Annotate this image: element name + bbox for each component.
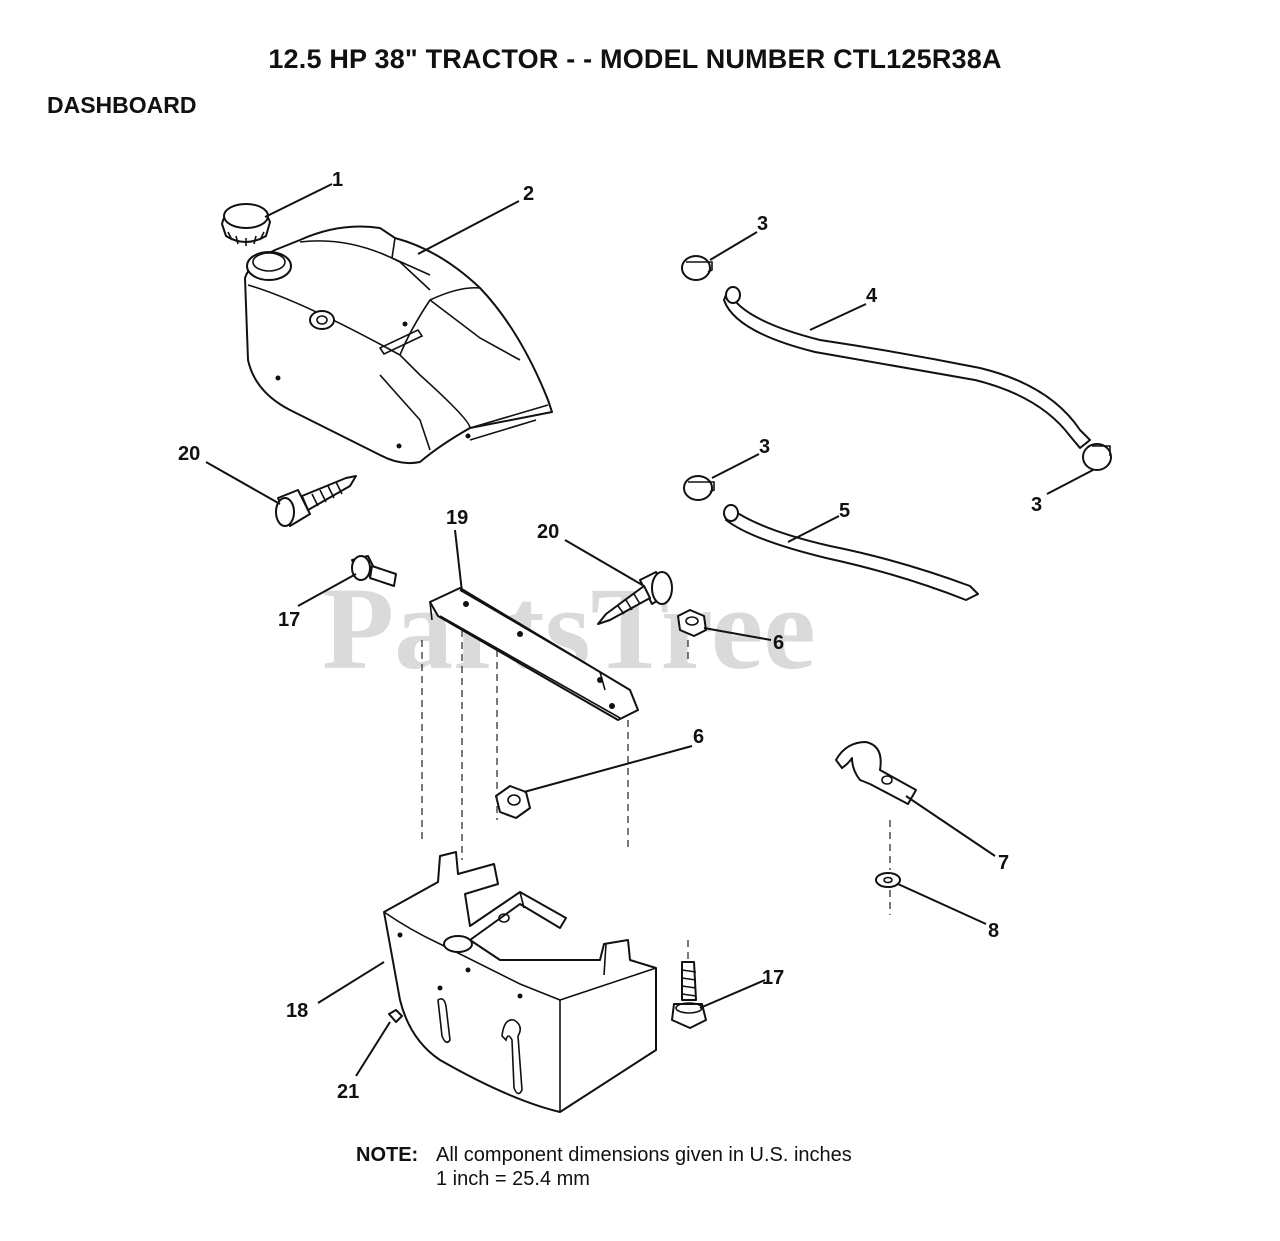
part-3-hose-clamp-middle[interactable] — [683, 475, 715, 501]
part-17-bolt-top[interactable] — [351, 555, 397, 587]
part-5-fuel-hose[interactable] — [723, 504, 979, 601]
callout-20-middle: 20 — [537, 521, 559, 543]
part-6-nut-top[interactable] — [677, 609, 707, 637]
note-line-2: 1 inch = 25.4 mm — [436, 1168, 590, 1190]
callout-19: 19 — [446, 507, 468, 529]
callout-2: 2 — [523, 183, 534, 205]
callout-17-bottom: 17 — [762, 967, 784, 989]
part-3-hose-clamp-right[interactable] — [1082, 443, 1112, 471]
part-18-dash-panel[interactable] — [383, 851, 657, 1113]
part-20-screw-middle[interactable] — [597, 571, 673, 625]
part-6-nut-middle[interactable] — [495, 785, 531, 819]
callout-3-middle: 3 — [759, 436, 770, 458]
part-2-dashboard-housing[interactable] — [244, 225, 553, 465]
part-17-bolt-bottom[interactable] — [671, 961, 707, 1029]
callout-20-left: 20 — [178, 443, 200, 465]
callout-7: 7 — [998, 852, 1009, 874]
part-4-fuel-hose[interactable] — [723, 286, 1091, 449]
part-8-washer[interactable] — [875, 872, 901, 888]
callout-5: 5 — [839, 500, 850, 522]
dimensions-note: NOTE: All component dimensions given in … — [356, 1143, 852, 1191]
callout-1: 1 — [332, 169, 343, 191]
page-title: 12.5 HP 38" TRACTOR - - MODEL NUMBER CTL… — [268, 44, 1002, 74]
note-text: All component dimensions given in U.S. i… — [436, 1143, 852, 1191]
part-3-hose-clamp-top[interactable] — [681, 255, 713, 281]
callout-3-right: 3 — [1031, 494, 1042, 516]
part-1-fuel-cap[interactable] — [221, 203, 271, 246]
section-title: DASHBOARD — [47, 92, 197, 118]
callout-6-top: 6 — [773, 632, 784, 654]
callout-18: 18 — [286, 1000, 308, 1022]
note-line-1: All component dimensions given in U.S. i… — [436, 1144, 852, 1166]
callout-3-top: 3 — [757, 213, 768, 235]
part-21-plug[interactable] — [388, 1009, 403, 1023]
callout-21: 21 — [337, 1081, 359, 1103]
callout-8: 8 — [988, 920, 999, 942]
callout-6-middle: 6 — [693, 726, 704, 748]
note-label: NOTE: — [356, 1144, 419, 1166]
part-19-bracket[interactable] — [429, 587, 639, 721]
callout-17-top: 17 — [278, 609, 300, 631]
part-7-clamp[interactable] — [835, 741, 917, 805]
callout-4: 4 — [866, 285, 878, 307]
part-20-screw-left[interactable] — [275, 475, 357, 527]
